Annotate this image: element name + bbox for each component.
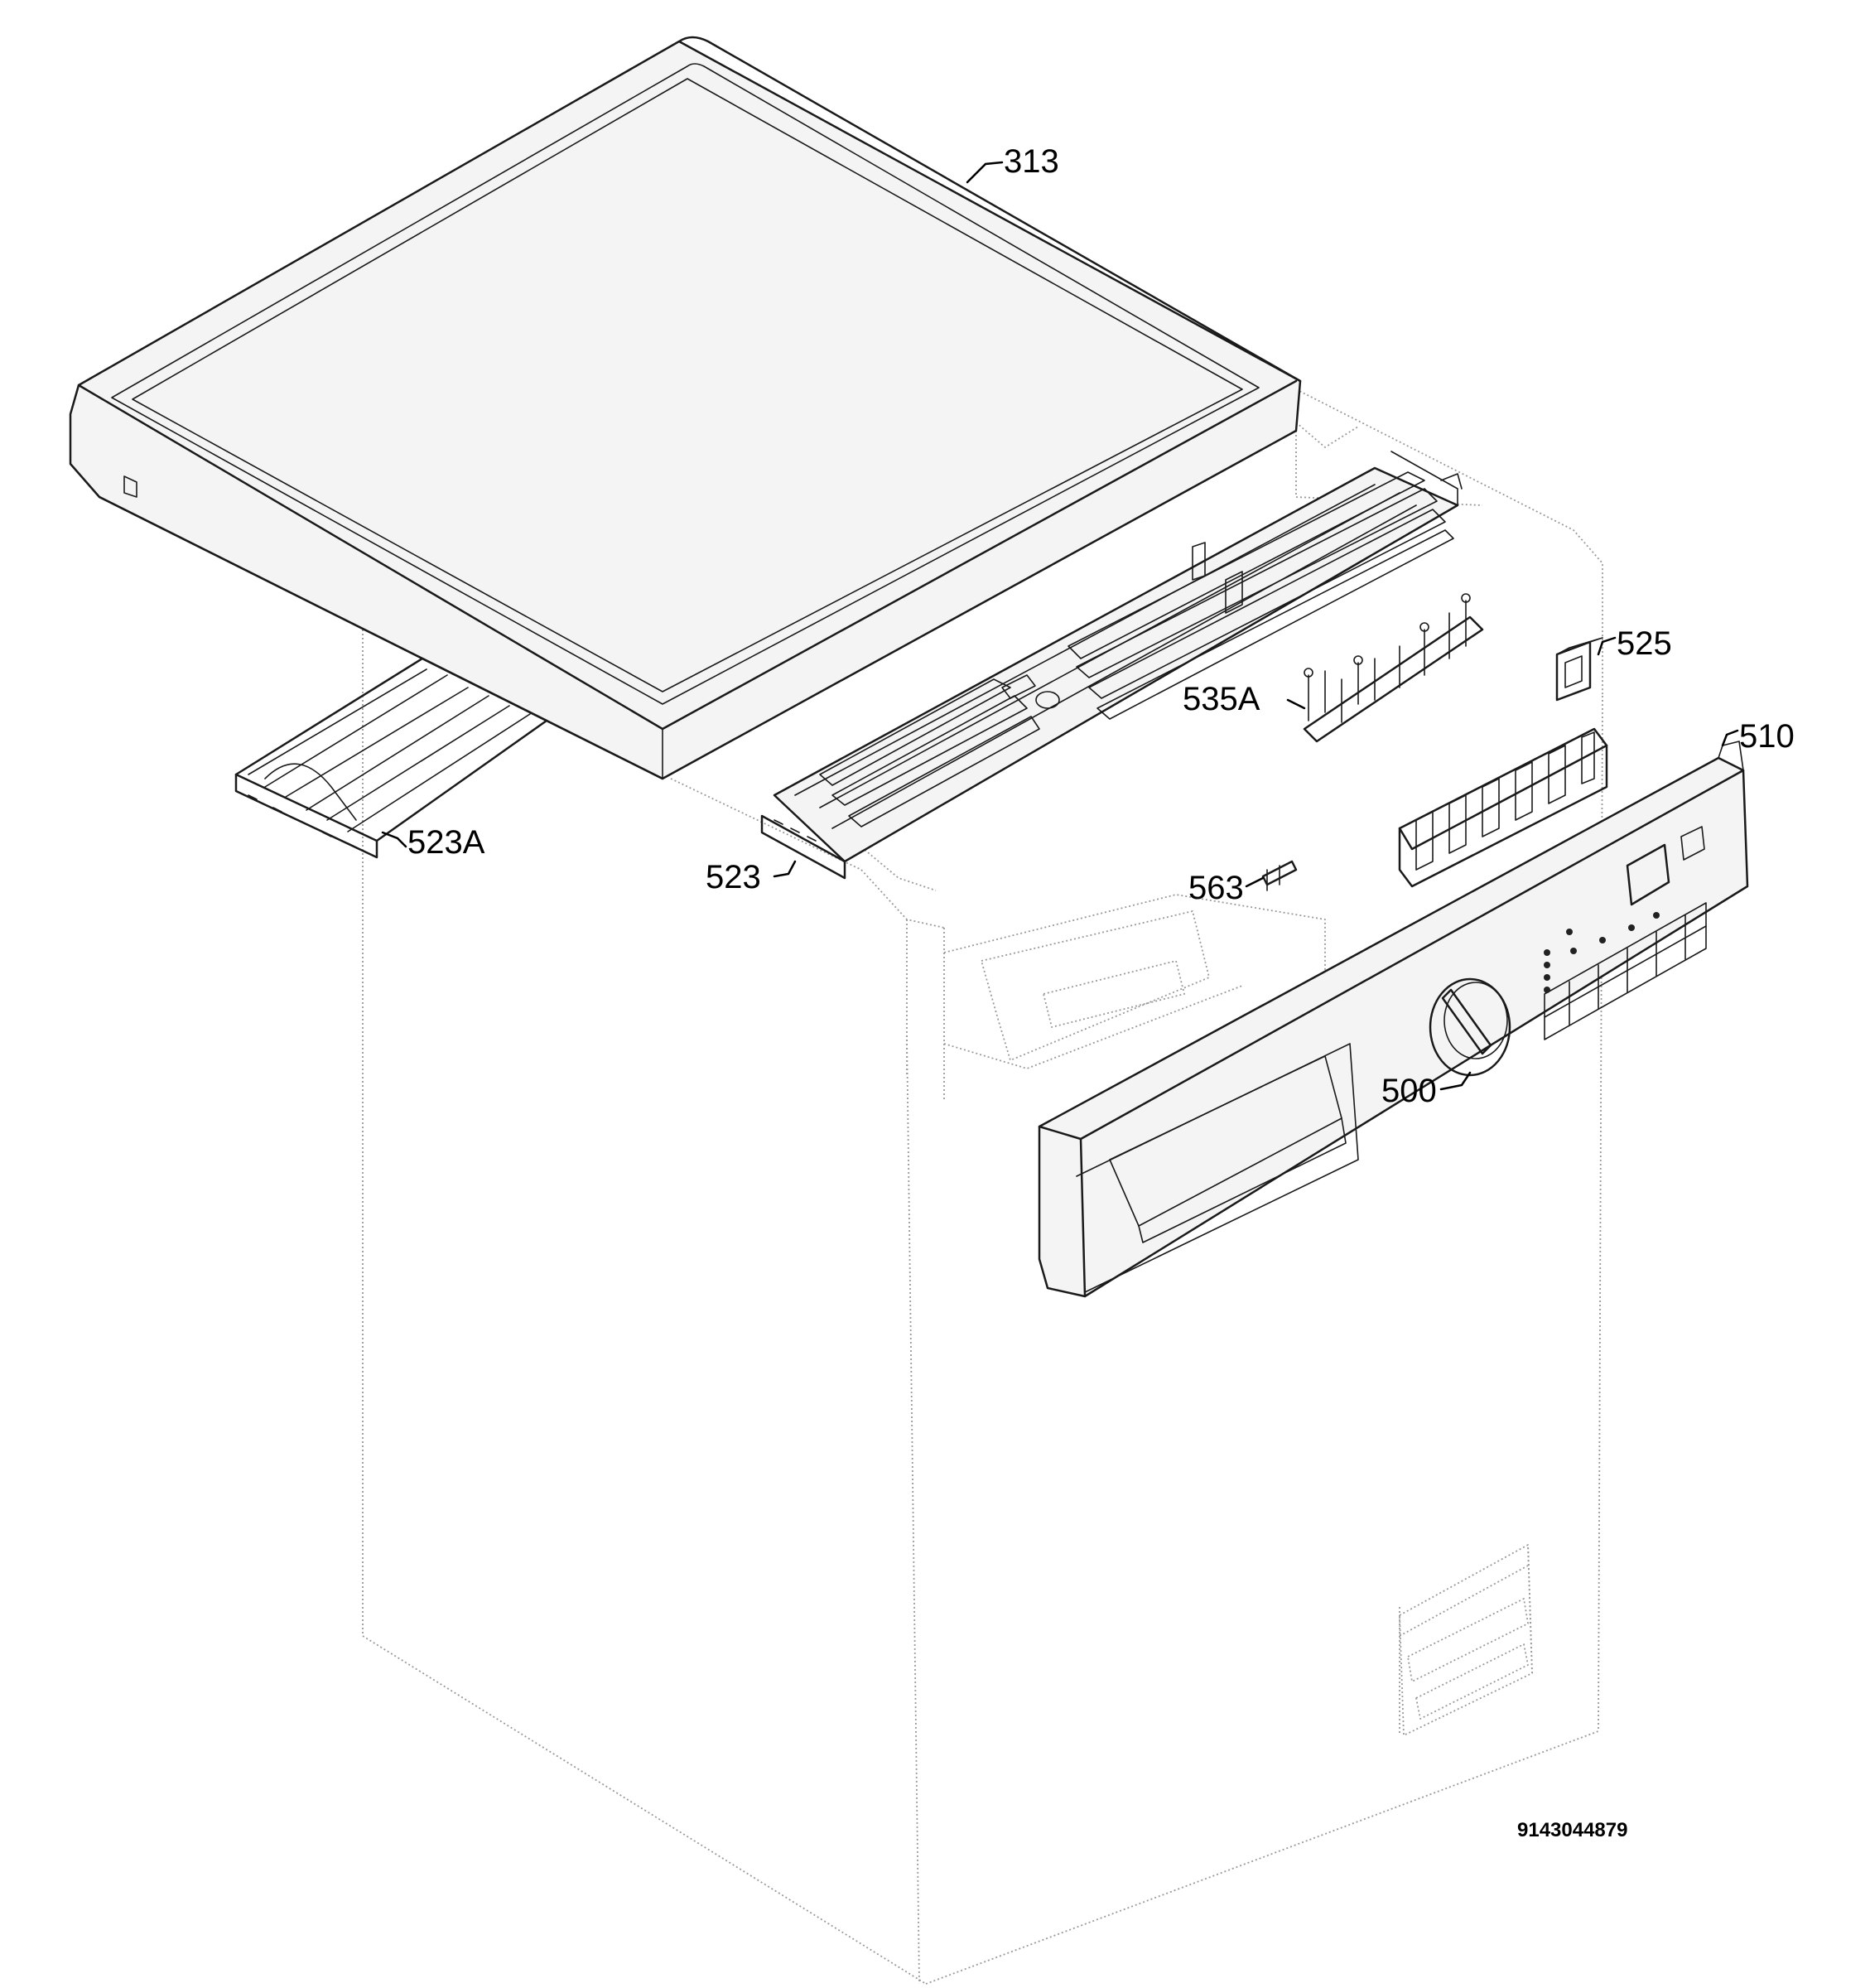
callout-523: 523 (706, 859, 761, 895)
drawing-number: 9143044879 (1517, 1819, 1627, 1841)
pin-part (1261, 860, 1298, 891)
electronic-board (1398, 637, 1608, 888)
connector-strip (1303, 593, 1484, 743)
callout-labels: 313 525 535A 510 523A 523 563 500 914304… (407, 143, 1795, 1841)
program-knob (1429, 977, 1511, 1077)
front-frame (760, 451, 1463, 880)
rear-frame-rail (234, 657, 548, 859)
control-panel-fascia (1038, 741, 1749, 1298)
callout-525: 525 (1617, 625, 1672, 662)
callout-500: 500 (1381, 1073, 1437, 1109)
leader-lines (381, 161, 1739, 1091)
callout-510: 510 (1739, 718, 1795, 755)
top-lid (69, 36, 1302, 780)
callout-535a: 535A (1183, 681, 1260, 717)
callout-523a: 523A (407, 824, 485, 861)
callout-563: 563 (1188, 870, 1244, 906)
callout-313: 313 (1004, 143, 1059, 180)
